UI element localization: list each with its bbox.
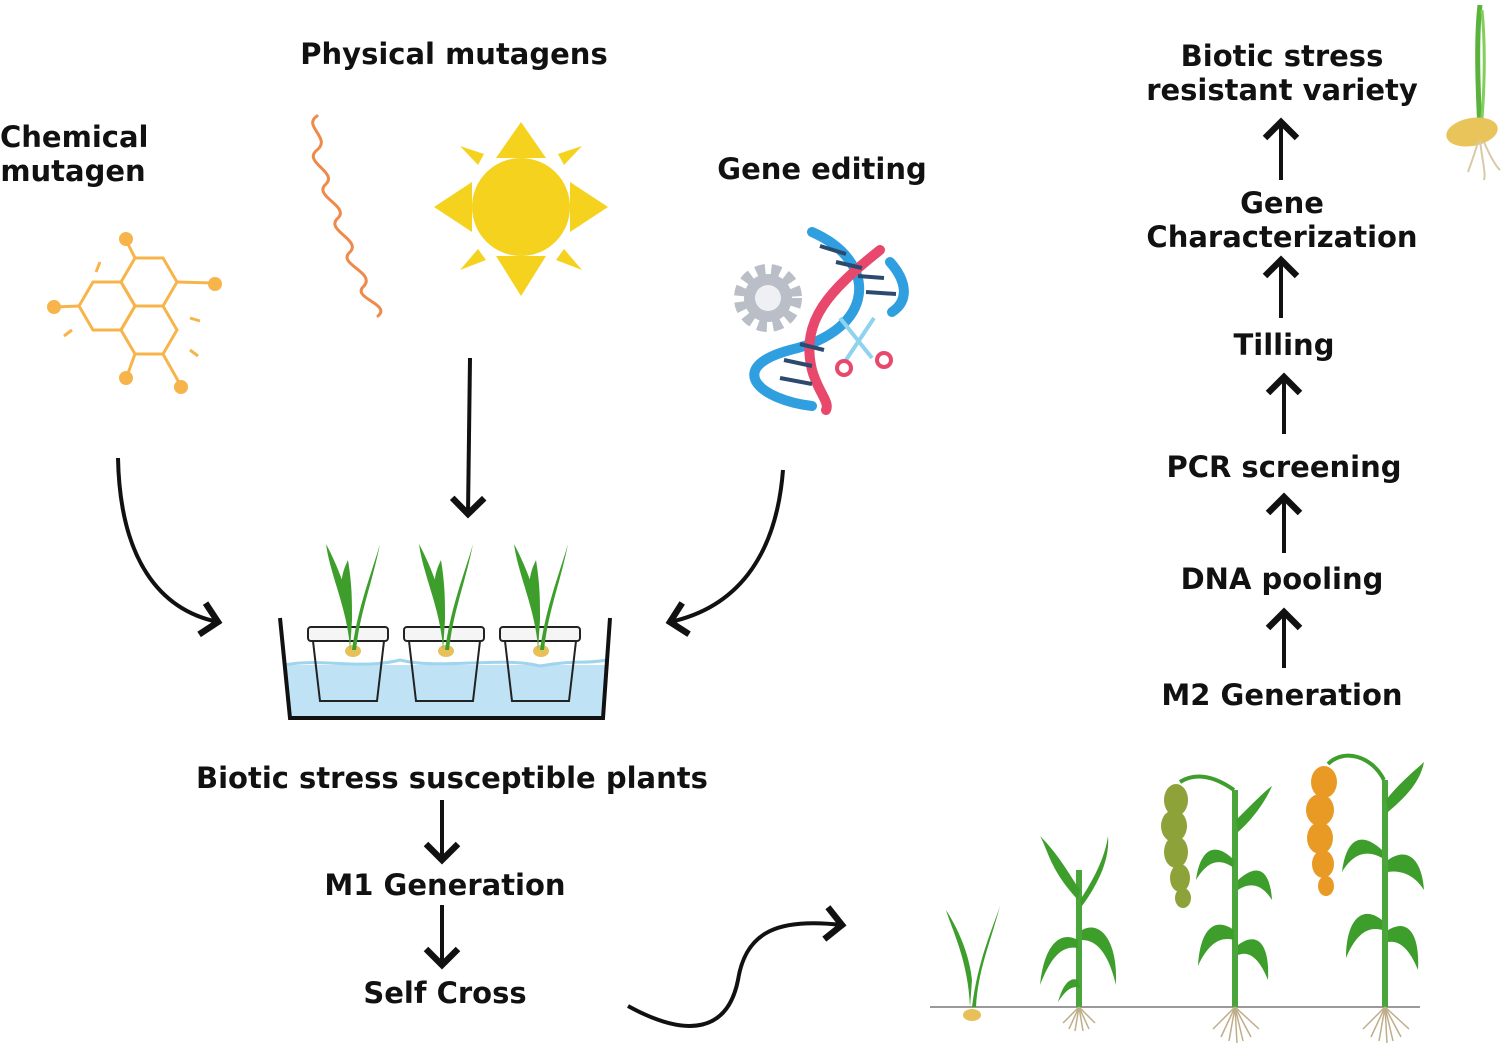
- sun-icon: [434, 122, 608, 296]
- chemical-arrow: [116, 457, 223, 638]
- tray-seedlings: [326, 544, 568, 650]
- millet-head-green: [1161, 784, 1191, 908]
- millet-head-orange: [1306, 766, 1337, 896]
- germinating-seed-icon: [1446, 4, 1501, 181]
- resistant-variety-label: Biotic stress resistant variety: [1146, 39, 1418, 107]
- gear-icon: [734, 264, 802, 332]
- chemical-mutagen-icon: [47, 232, 222, 394]
- tilling-label: Tilling: [1233, 328, 1335, 362]
- pcr-screening-label: PCR screening: [1166, 450, 1402, 484]
- plant-growth-stages: [930, 753, 1424, 1044]
- gene-editing-label: Gene editing: [717, 152, 927, 186]
- m2-generation-label: M2 Generation: [1161, 678, 1403, 712]
- self-cross-to-growth-arrow: [627, 905, 847, 1028]
- seedling-tray: [278, 617, 612, 720]
- self-cross-label: Self Cross: [363, 976, 527, 1010]
- chemical-mutagen-label: Chemical mutagen: [0, 120, 149, 188]
- physical-mutagens-label: Physical mutagens: [300, 37, 608, 71]
- right-flow-arrows: [1262, 117, 1303, 668]
- gene-editing-arrow: [665, 469, 785, 637]
- m1-generation-label: M1 Generation: [324, 868, 566, 902]
- susceptible-plants-label: Biotic stress susceptible plants: [196, 761, 708, 795]
- dna-pooling-label: DNA pooling: [1180, 562, 1384, 596]
- radiation-wave-icon: [311, 114, 383, 318]
- gene-editing-icon: [734, 227, 909, 415]
- scissors-icon: [835, 316, 893, 377]
- physical-arrow: [449, 357, 487, 519]
- gene-characterization-label: Gene Characterization: [1146, 186, 1418, 254]
